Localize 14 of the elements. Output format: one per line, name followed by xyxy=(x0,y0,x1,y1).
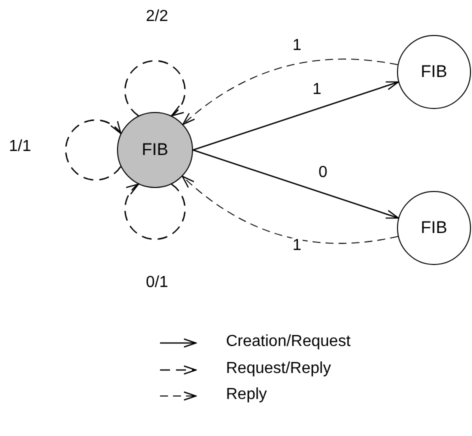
legend-label: Creation/Request xyxy=(226,334,351,350)
arrow xyxy=(182,58,398,125)
arrow xyxy=(192,81,399,151)
legend-label: Reply xyxy=(226,387,267,403)
arrow xyxy=(192,149,399,219)
arrow xyxy=(65,119,122,181)
state-circle xyxy=(117,112,193,188)
arrow xyxy=(124,60,186,116)
node-label: FIB xyxy=(420,62,448,82)
arrow xyxy=(124,184,186,240)
legend-label: Request/Reply xyxy=(226,361,331,377)
arrow xyxy=(182,176,398,244)
node-label: FIB xyxy=(142,140,168,160)
node-label: FIB xyxy=(420,218,448,238)
